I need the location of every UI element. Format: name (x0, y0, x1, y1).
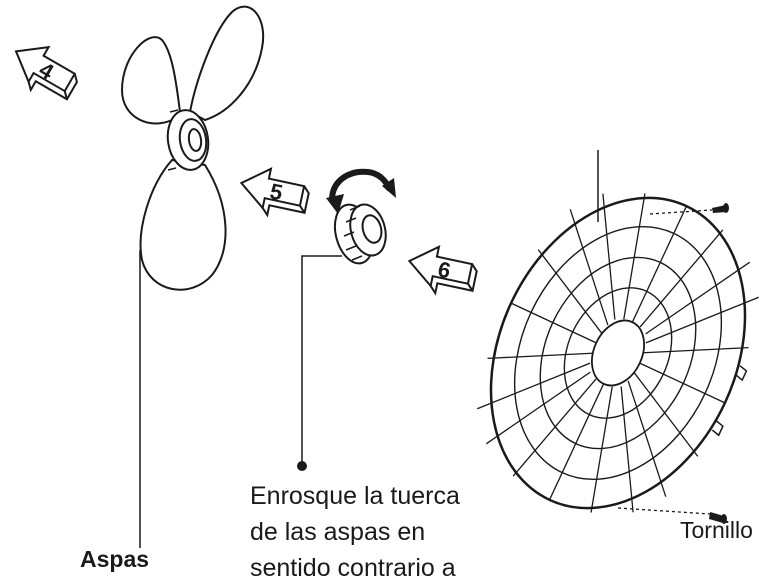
fan-blade-icon (120, 5, 265, 291)
rotate-arrow-icon (326, 168, 396, 214)
nut-leader-line (301, 255, 342, 465)
screw-icon (649, 203, 729, 215)
screw-label: Tornillo (680, 517, 753, 543)
step-number-5: 5 (268, 178, 285, 205)
front-grille-icon (477, 193, 759, 513)
nut-leader-dot (297, 461, 307, 471)
nut-instruction-text: Enrosque la tuerca de las aspas en senti… (250, 478, 460, 586)
step-arrow-4: 4 (2, 33, 86, 109)
blade-nut-icon (333, 203, 387, 265)
step-arrow-6: 6 (402, 240, 482, 302)
nut-instruction-line: Enrosque la tuerca (250, 482, 460, 510)
step-number-6: 6 (436, 256, 453, 283)
step-arrow-5: 5 (234, 162, 314, 224)
screw-icon (617, 507, 727, 524)
blades-label: Aspas (80, 546, 150, 572)
nut-instruction-line: sentido contrario a (250, 554, 456, 582)
nut-instruction-line: de las aspas en (250, 518, 426, 546)
